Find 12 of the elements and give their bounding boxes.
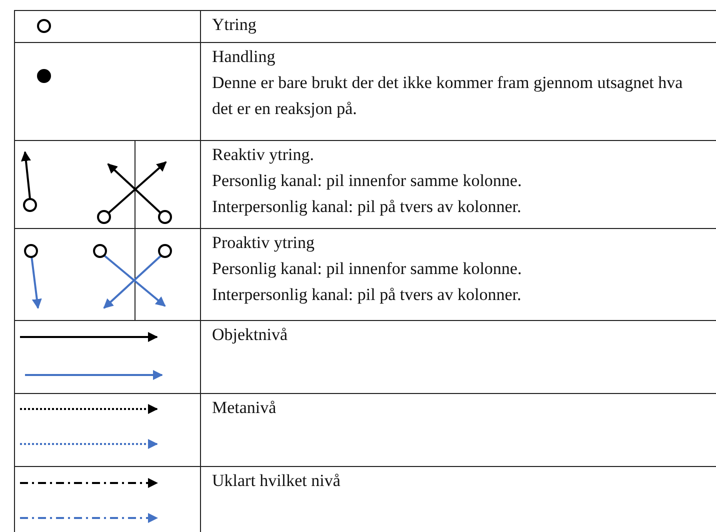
legend-text: Reaktiv ytring.: [212, 144, 315, 166]
description-text: Personlig kanal: pil innenfor samme kolonne.: [212, 258, 523, 280]
legend-text: Objektnivå: [212, 324, 289, 346]
legend-text: Proaktiv ytring: [212, 232, 316, 254]
description-text: Interpersonlig kanal: pil på tvers av kolonner.: [212, 196, 522, 218]
description-text: Denne er bare brukt der det ikke kommer fram gjennom utsagnet hva det er en reaksjon på.: [212, 72, 684, 120]
legend-text: Uklart hvilket nivå: [212, 470, 342, 492]
legend-text: Ytring: [212, 14, 258, 36]
legend-text: Handling: [212, 46, 276, 68]
description-text: Personlig kanal: pil innenfor samme kolonne.: [212, 170, 523, 192]
legend-text: Metanivå: [212, 397, 278, 419]
description-text: Interpersonlig kanal: pil på tvers av kolonner.: [212, 284, 522, 306]
